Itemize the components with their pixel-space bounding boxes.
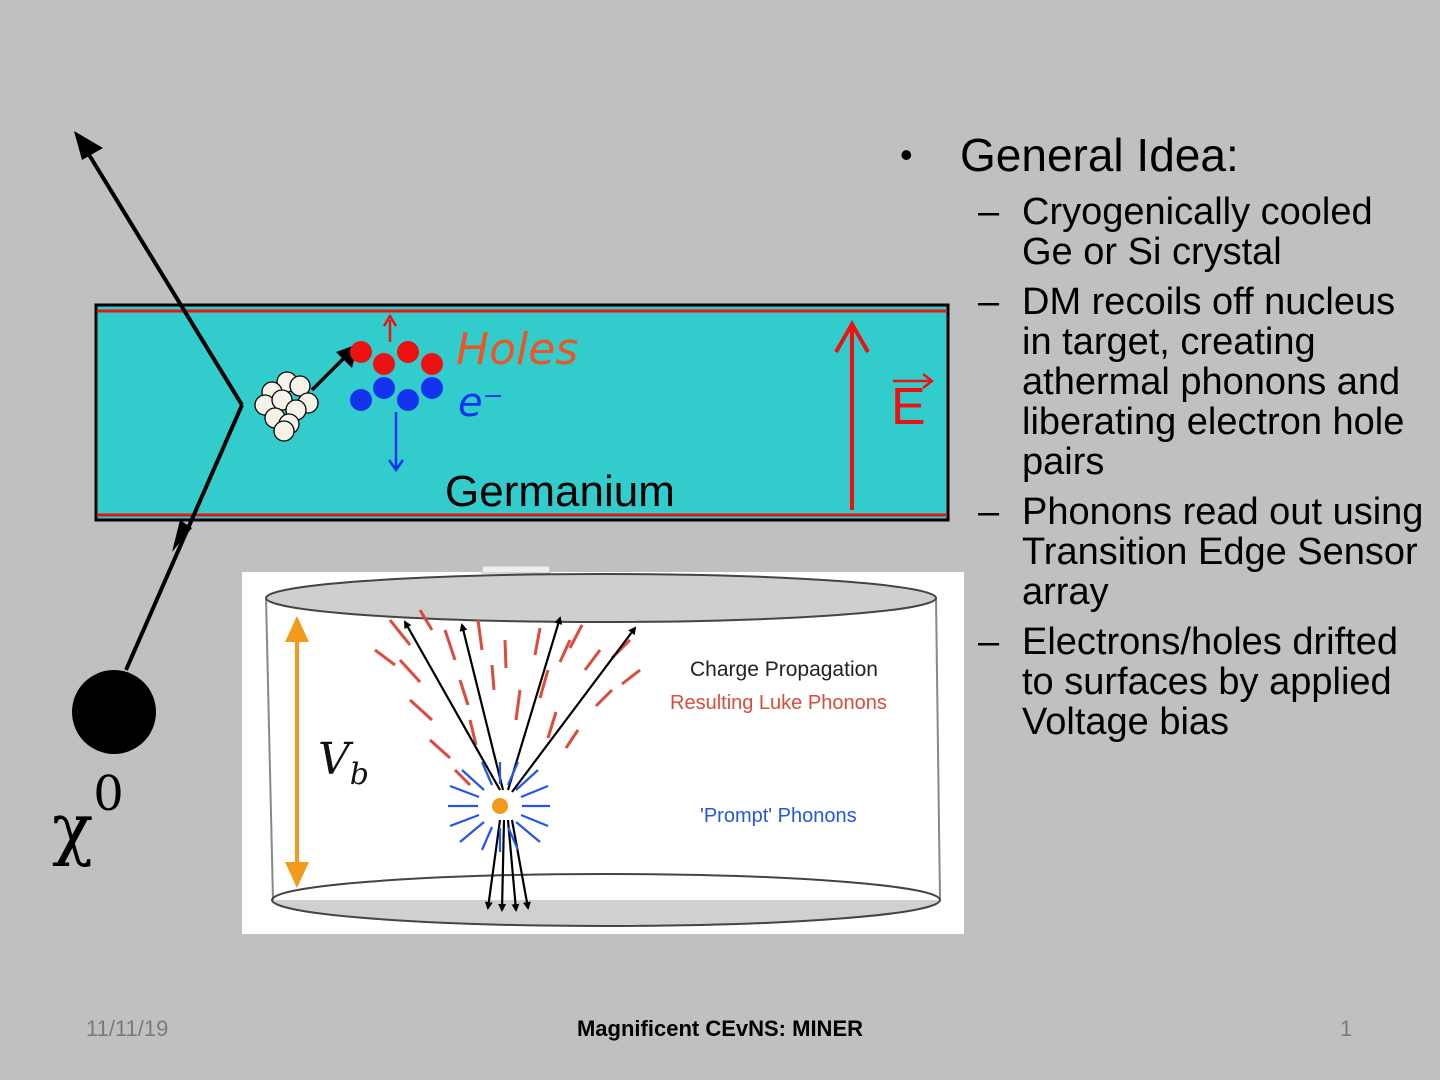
cylinder-top	[265, 573, 937, 623]
cylinder-bottom	[271, 899, 941, 927]
incoming-track-arrowhead	[172, 520, 192, 552]
dash-marker: –	[978, 621, 1000, 663]
field-vector-head	[922, 373, 935, 389]
footer-title: Magnificent CEvNS: MINER	[576, 1016, 864, 1041]
sub-bullet-text: Electrons/holes drifted to surfaces by a…	[1022, 621, 1398, 743]
field-arrowhead	[834, 319, 870, 353]
sub-bullet-text: Phonons read out using Transition Edge S…	[1022, 491, 1424, 613]
inset-background	[242, 572, 964, 934]
bullet-dot: •	[900, 134, 913, 175]
hole-drift-arrowhead	[382, 313, 398, 327]
page-number: 1	[1340, 1016, 1353, 1041]
nucleus-cluster	[254, 371, 319, 442]
inset-tab	[481, 565, 551, 574]
electron-carriers	[350, 377, 443, 411]
hole-carriers	[350, 341, 443, 375]
electron-drift-arrowhead	[387, 459, 405, 473]
prompt-phonon-burst	[448, 761, 550, 852]
charge-propagation-label: Charge Propagation	[690, 658, 878, 681]
bullet-list: • General Idea: – Cryogenically cooled G…	[900, 128, 1430, 742]
luke-phonons-label: Resulting Luke Phonons	[670, 692, 887, 714]
dash-marker: –	[978, 281, 1000, 323]
sub-bullet-1: – Cryogenically cooled Ge or Si crystal	[900, 192, 1430, 272]
electron-label: e⁻	[458, 380, 504, 426]
interaction-point	[492, 798, 508, 814]
sub-bullet-4: – Electrons/holes drifted to surfaces by…	[900, 622, 1430, 742]
prompt-phonons-label: 'Prompt' Phonons	[700, 805, 857, 827]
holes-label: Holes	[456, 324, 578, 375]
sub-bullet-3: – Phonons read out using Transition Edge…	[900, 492, 1430, 612]
dark-matter-particle	[72, 670, 156, 754]
bullet-heading: General Idea:	[960, 129, 1239, 181]
sub-bullet-2: – DM recoils off nucleus in target, crea…	[900, 282, 1430, 482]
phonon-inset: Vb	[242, 565, 964, 934]
footer-date: 11/11/19	[86, 1016, 169, 1041]
outgoing-track	[78, 138, 244, 407]
charge-propagation-arrows	[404, 616, 637, 912]
particle-label: χ0	[52, 766, 124, 869]
sub-bullet-text: Cryogenically cooled Ge or Si crystal	[1022, 191, 1373, 273]
crystal-label: Germanium	[445, 467, 675, 516]
luke-phonon-dashes	[374, 609, 641, 787]
voltage-label: Vb	[318, 734, 369, 792]
main-bullet: • General Idea:	[900, 128, 1430, 182]
dash-marker: –	[978, 491, 1000, 533]
outgoing-track-arrowhead	[74, 131, 103, 160]
dash-marker: –	[978, 191, 1000, 233]
recoil-arrow	[310, 352, 350, 392]
field-label: E	[891, 378, 926, 436]
sub-bullet-text: DM recoils off nucleus in target, creati…	[1022, 281, 1405, 483]
